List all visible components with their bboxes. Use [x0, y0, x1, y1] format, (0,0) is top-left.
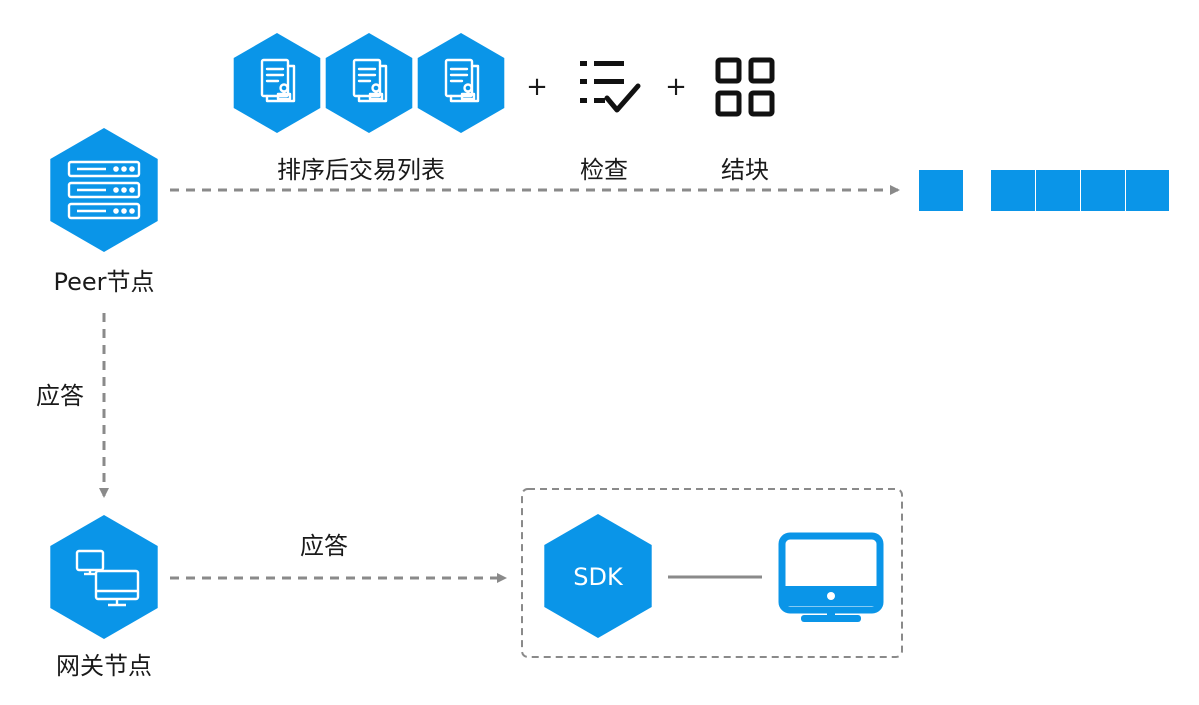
- sorted-list-label: 排序后交易列表: [277, 156, 445, 184]
- chain-block: [1036, 170, 1080, 211]
- sdk-hex: [544, 514, 652, 638]
- check-label: 检查: [580, 156, 628, 184]
- chain-block: [1081, 170, 1125, 211]
- response-label-vertical: 应答: [36, 382, 84, 410]
- client-monitor-icon: [778, 532, 884, 622]
- sdk-label: SDK: [573, 563, 624, 591]
- chain-block: [1126, 170, 1169, 211]
- plus-sign-1: +: [526, 72, 548, 102]
- server-icon: [67, 160, 141, 220]
- checklist-icon: [580, 61, 641, 113]
- chain-block: [991, 170, 1035, 211]
- transaction-doc-hex-2: [325, 33, 413, 133]
- block-grid-icon: [715, 57, 775, 117]
- blockchain: [919, 170, 1169, 211]
- block-label: 结块: [721, 156, 769, 184]
- gateway-node-label: 网关节点: [56, 652, 152, 680]
- sorted-transactions-group: 排序后交易列表: [233, 33, 505, 184]
- peer-node-hex: [50, 128, 158, 252]
- plus-sign-2: +: [665, 72, 687, 102]
- monitors-icon: [75, 549, 140, 607]
- transaction-doc-hex-3: [417, 33, 505, 133]
- client-box: [521, 488, 903, 658]
- gateway-node-hex: [50, 515, 158, 639]
- response-label-horizontal: 应答: [300, 532, 348, 560]
- peer-node-label: Peer节点: [53, 268, 154, 296]
- chain-block: [919, 170, 963, 211]
- transaction-doc-hex-1: [233, 33, 321, 133]
